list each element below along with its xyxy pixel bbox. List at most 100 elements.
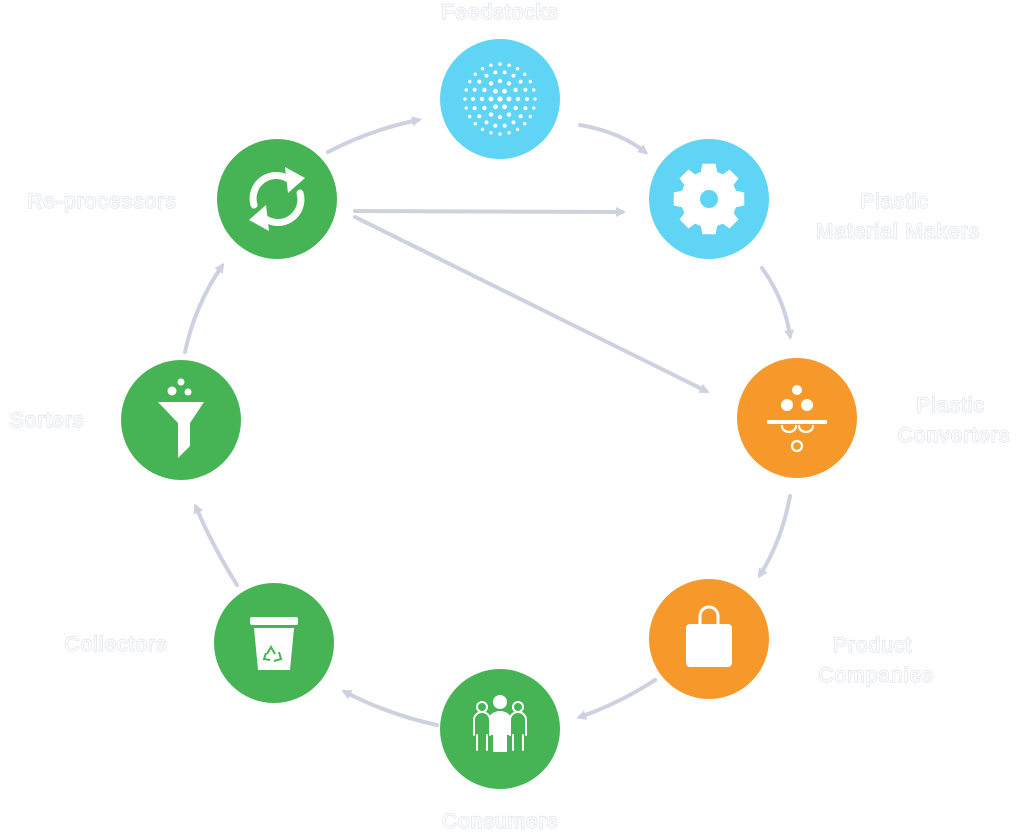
sphere-dot <box>502 70 507 75</box>
sphere-dot <box>518 114 523 119</box>
sphere-dot <box>488 112 494 117</box>
node-plastic-material-makers <box>649 139 769 259</box>
funnel-icon <box>158 378 204 458</box>
sphere-dot <box>528 79 533 84</box>
flow-arrow-collectors-to-sorters <box>193 503 239 587</box>
sphere-dot <box>493 88 498 94</box>
flow-arrow-re-processors-to-converters <box>353 215 710 393</box>
sphere-dot <box>467 114 472 119</box>
sphere-dot <box>473 72 477 76</box>
shopping-bag-icon <box>686 605 732 667</box>
sphere-dot <box>506 96 512 102</box>
flow-arrows <box>183 116 795 727</box>
sphere-dot <box>515 66 520 71</box>
sphere-dot <box>502 123 507 128</box>
dots-sphere-icon <box>463 62 537 136</box>
sphere-dot <box>525 97 529 101</box>
sphere-dot <box>533 97 537 101</box>
sphere-dot <box>532 106 536 110</box>
label-collectors: Collectors <box>64 633 167 656</box>
sphere-dot <box>507 63 511 67</box>
sphere-dot <box>513 105 518 111</box>
sphere-dot <box>464 106 468 110</box>
sphere-dot <box>498 62 502 66</box>
sphere-dot <box>493 70 498 75</box>
node-plastic-converters <box>737 358 857 478</box>
flow-arrow-sorters-to-re-processors <box>183 262 225 354</box>
sphere-dot <box>523 72 527 76</box>
sphere-dot <box>511 120 516 125</box>
sphere-dot <box>493 123 498 128</box>
sphere-dot <box>489 63 493 67</box>
flow-arrow-re-processors-to-feedstocks <box>326 116 422 154</box>
sphere-dot <box>464 88 468 92</box>
label-re-processors: Re-processors <box>27 190 177 213</box>
sphere-dot <box>518 79 523 84</box>
sphere-dot <box>467 79 472 84</box>
sphere-dot <box>502 88 507 94</box>
sphere-dot <box>532 88 536 92</box>
sphere-dot <box>479 96 485 102</box>
sphere-dot <box>480 66 485 71</box>
sphere-dot <box>480 127 485 132</box>
sphere-dot <box>488 96 494 102</box>
sphere-dot <box>488 81 494 86</box>
recycle-icon <box>262 644 283 662</box>
sphere-dot <box>497 78 503 84</box>
label-consumers: Consumers <box>442 810 558 832</box>
gear-icon <box>673 163 745 235</box>
node-consumers <box>440 669 560 789</box>
node-product-companies <box>649 579 769 699</box>
node-sorters <box>121 360 241 480</box>
label-product-companies: Product Companies <box>818 634 933 687</box>
sphere-dot <box>493 104 498 110</box>
sphere-dot <box>523 122 527 126</box>
sphere-dot <box>528 114 533 119</box>
stage-labels: Feedstocks Plastic Material Makers Plast… <box>9 0 1011 832</box>
flow-arrow-feedstocks-to-material-makers <box>578 123 649 155</box>
sphere-dot <box>497 96 503 102</box>
label-plastic-material-makers: Plastic Material Makers <box>816 190 980 243</box>
sphere-dot <box>484 73 489 78</box>
sphere-dot <box>513 87 518 93</box>
sphere-dot <box>515 96 521 102</box>
sphere-dot <box>511 73 516 78</box>
sphere-dot <box>473 122 477 126</box>
node-re-processors-circle <box>217 139 337 259</box>
sphere-dot <box>477 79 482 84</box>
sphere-dot <box>523 106 528 111</box>
sphere-dot <box>472 106 477 111</box>
recycle-bin-icon <box>250 617 298 670</box>
sphere-dot <box>507 131 511 135</box>
sphere-dot <box>502 104 507 110</box>
flow-arrow-re-processors-to-material-makers <box>353 206 626 217</box>
refresh-icon <box>249 167 305 231</box>
node-plastic-converters-circle <box>737 358 857 478</box>
sphere-dot <box>471 97 475 101</box>
sphere-dot <box>472 87 477 92</box>
sphere-dot <box>484 120 489 125</box>
flow-arrow-product-companies-to-consumers <box>576 678 657 720</box>
flow-arrow-consumers-to-collectors <box>341 690 439 727</box>
label-feedstocks: Feedstocks <box>441 1 558 24</box>
sphere-dot <box>482 87 487 93</box>
sphere-dot <box>506 81 512 86</box>
pellets-icon <box>767 385 827 453</box>
sphere-dot <box>482 105 487 111</box>
sphere-dot <box>506 112 512 117</box>
sphere-dot <box>497 114 503 120</box>
node-re-processors <box>217 139 337 259</box>
sphere-dot <box>498 132 502 136</box>
label-sorters: Sorters <box>10 409 85 432</box>
node-feedstocks <box>440 39 560 159</box>
sphere-dot <box>515 127 520 132</box>
sphere-dot <box>477 114 482 119</box>
sphere-dot <box>489 131 493 135</box>
sphere-dot <box>523 87 528 92</box>
flow-arrow-material-makers-to-converters <box>760 266 795 340</box>
flow-arrow-converters-to-product-companies <box>757 494 792 579</box>
sphere-dot <box>463 97 467 101</box>
people-icon <box>473 695 527 752</box>
label-plastic-converters: Plastic Converters <box>898 394 1011 447</box>
